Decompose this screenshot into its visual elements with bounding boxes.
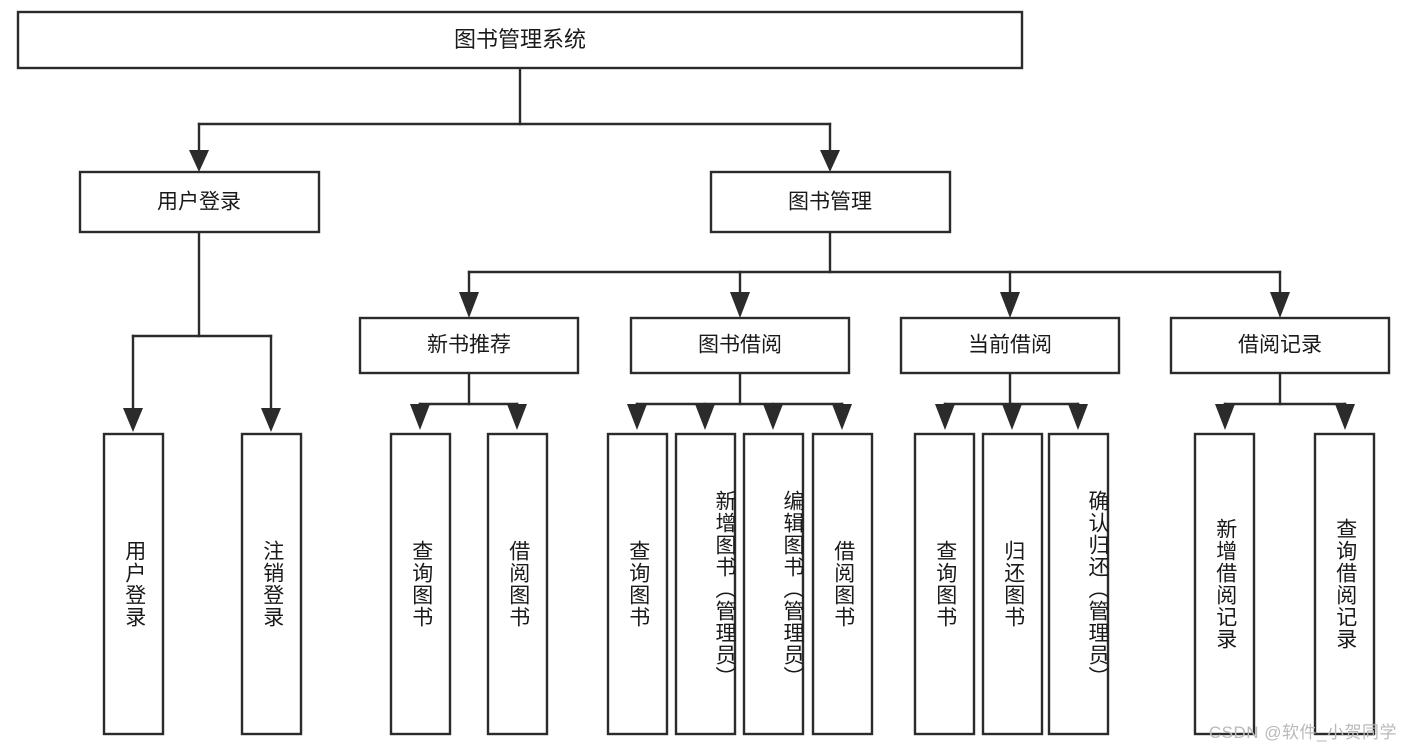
node-book-borrow[interactable] bbox=[629, 316, 851, 375]
node-book-borrow-label: 图书借阅 bbox=[698, 334, 782, 357]
arrow-head-icon bbox=[832, 404, 852, 430]
arrow-head-icon bbox=[410, 404, 430, 430]
node-leaf-borrow-books-new[interactable] bbox=[486, 432, 549, 736]
arrow-head-icon bbox=[1000, 292, 1020, 318]
node-book-management-label: 图书管理 bbox=[788, 191, 872, 214]
node-leaf-query-borrow-record[interactable] bbox=[1313, 432, 1376, 736]
arrow-head-icon bbox=[820, 150, 840, 172]
node-leaf-return-books[interactable] bbox=[981, 432, 1044, 736]
arrow-head-icon bbox=[1068, 404, 1088, 430]
node-leaf-user-login[interactable] bbox=[102, 432, 165, 736]
arrow-head-icon bbox=[935, 404, 955, 430]
arrow-head-icon bbox=[459, 292, 479, 318]
node-user-login-label: 用户登录 bbox=[157, 191, 241, 214]
arrowhead-layer bbox=[123, 150, 1355, 432]
node-leaf-borrow-books-borrow[interactable] bbox=[811, 432, 874, 736]
node-new-book-recommend-label: 新书推荐 bbox=[427, 334, 511, 357]
node-leaf-query-books-borrow[interactable] bbox=[606, 432, 669, 736]
arrow-head-icon bbox=[123, 408, 143, 432]
arrow-head-icon bbox=[1335, 404, 1355, 430]
node-new-book-recommend[interactable] bbox=[358, 316, 580, 375]
arrow-head-icon bbox=[627, 404, 647, 430]
arrow-head-icon bbox=[261, 408, 281, 432]
node-borrow-records[interactable] bbox=[1169, 316, 1391, 375]
node-leaf-confirm-return-admin[interactable] bbox=[1047, 432, 1110, 736]
node-leaf-logout[interactable] bbox=[240, 432, 303, 736]
arrow-head-icon bbox=[763, 404, 783, 430]
node-leaf-edit-book-admin[interactable] bbox=[742, 432, 805, 736]
arrow-head-icon bbox=[730, 292, 750, 318]
node-leaf-query-books-new[interactable] bbox=[389, 432, 452, 736]
node-current-borrow[interactable] bbox=[899, 316, 1121, 375]
arrow-head-icon bbox=[189, 150, 209, 172]
node-box-layer: 图书管理系统 用户登录 图书管理 新书推荐 图书借阅 当前借阅 借阅记录 bbox=[16, 10, 1391, 736]
arrow-head-icon bbox=[1215, 404, 1235, 430]
node-root-book-management-system[interactable] bbox=[16, 10, 1024, 70]
arrow-head-icon bbox=[507, 404, 527, 430]
watermark-text: CSDN @软件_小贺同学 bbox=[1208, 723, 1397, 742]
arrow-head-icon bbox=[1270, 292, 1290, 318]
node-borrow-records-label: 借阅记录 bbox=[1238, 334, 1322, 357]
arrow-head-icon bbox=[695, 404, 715, 430]
node-book-management[interactable] bbox=[709, 170, 952, 234]
node-leaf-query-books-current[interactable] bbox=[913, 432, 976, 736]
arrow-head-icon bbox=[1002, 404, 1022, 430]
node-root-label: 图书管理系统 bbox=[454, 27, 586, 52]
node-leaf-add-borrow-record[interactable] bbox=[1193, 432, 1256, 736]
node-current-borrow-label: 当前借阅 bbox=[968, 334, 1052, 357]
node-leaf-add-book-admin[interactable] bbox=[674, 432, 737, 736]
node-user-login[interactable] bbox=[78, 170, 321, 234]
